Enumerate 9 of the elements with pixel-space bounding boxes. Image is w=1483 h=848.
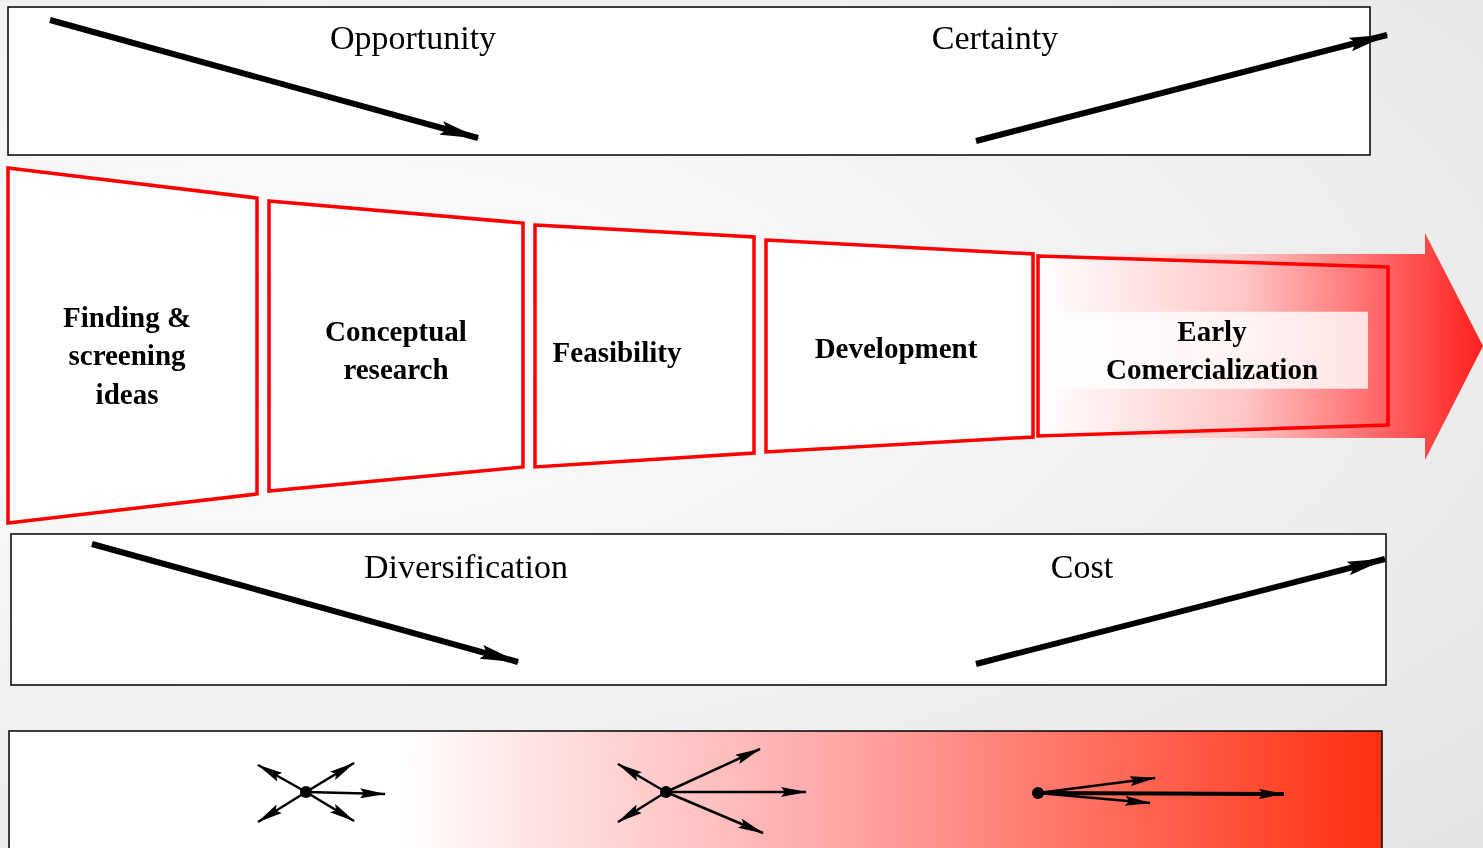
trend-label: Opportunity <box>329 19 497 57</box>
stage-label: Feasibility <box>551 334 683 370</box>
trend-label: Certainty <box>931 19 1059 57</box>
stage-label: Finding & screening ideas <box>61 299 193 412</box>
stage-label: Conceptual research <box>324 313 468 387</box>
trend-label: Diversification <box>364 548 568 586</box>
stage-label: Development <box>813 330 979 366</box>
stage-label: Early Comercialization <box>1056 311 1368 389</box>
trend-label: Cost <box>1050 548 1114 586</box>
